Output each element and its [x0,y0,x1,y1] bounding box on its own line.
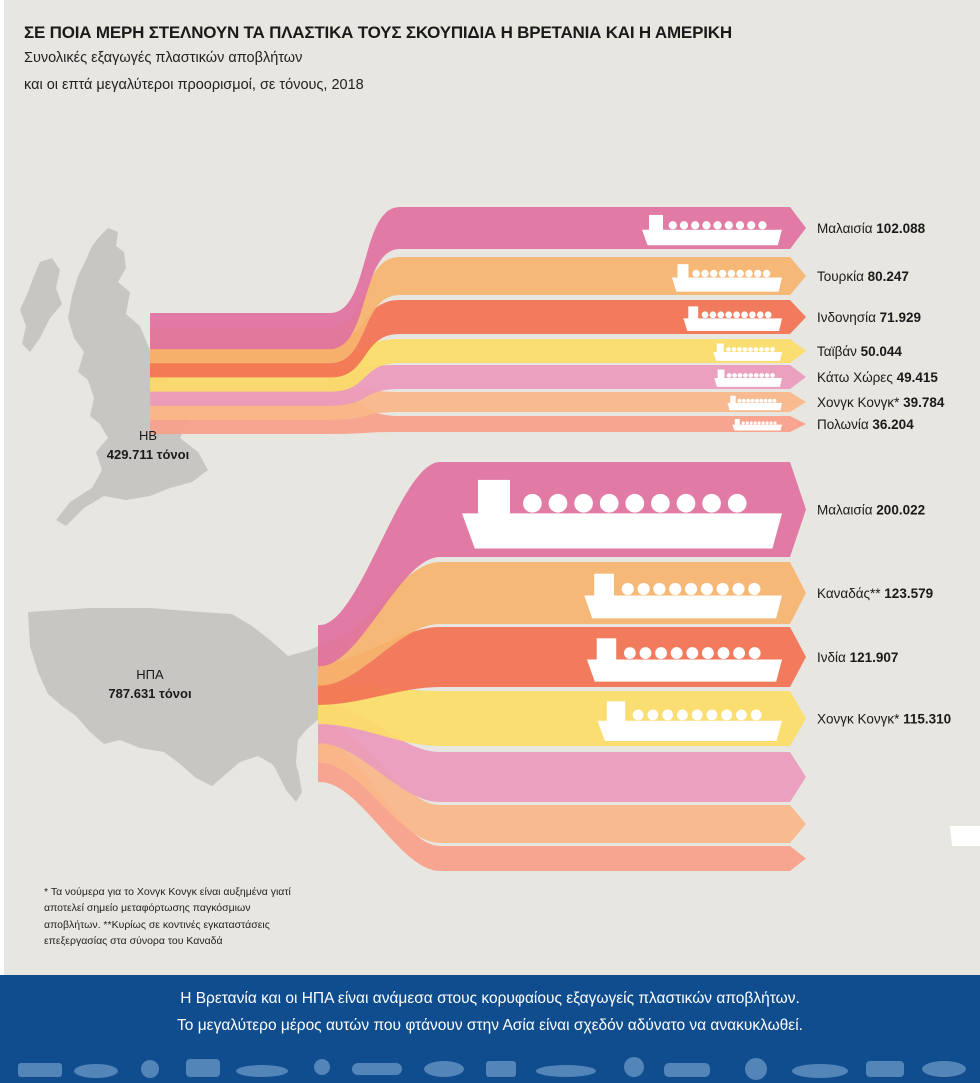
ship-icon [732,419,782,431]
ship-icon [462,479,782,549]
destination-name: Πολωνία [817,417,872,432]
ship-icon [671,264,782,292]
usa-map [28,608,348,802]
flow-band [318,740,806,871]
destination-name: Τουρκία [817,269,868,284]
destination-label: Ινδία 121.907 [817,650,898,665]
destination-value: 115.310 [903,712,951,727]
usa-source-label: ΗΠΑ [136,667,164,682]
destination-value: 121.907 [850,650,899,665]
destination-name: Ταϊβάν [817,344,861,359]
partial-ship-icon [950,826,980,846]
subtitle-line-1: Συνολικές εξαγωγές πλαστικών αποβλήτων [24,50,303,66]
flow-band [318,702,806,802]
uk-total-label: 429.711 τόνοι [107,447,190,462]
destination-label: Κάτω Χώρες 49.415 [817,370,938,385]
ship-icon [713,343,782,361]
ship-icon [714,369,782,387]
flow-band [318,627,806,705]
flow-band [150,207,806,350]
destination-label: Πολωνία 36.204 [817,417,914,432]
destination-name: Χονγκ Κονγκ* [817,712,903,727]
destination-label: Χονγκ Κονγκ* 115.310 [817,712,951,727]
footer-line-2: Το μεγαλύτερο μέρος αυτών που φτάνουν στ… [177,1017,803,1034]
subtitle-line-2: και οι επτά μεγαλύτεροι προορισμοί, σε τ… [24,77,364,93]
destination-value: 102.088 [876,221,925,236]
destination-value: 123.579 [884,586,933,601]
destination-name: Μαλαισία [817,221,876,236]
left-edge-strip [0,0,4,975]
destination-label: Μαλαισία 102.088 [817,221,926,236]
plastic-waste-illustration [18,1057,966,1080]
usa-shape [28,608,348,796]
destination-value: 71.929 [880,310,921,325]
ship-icon [642,214,782,246]
flow-band [150,339,806,392]
ship-icon [727,395,782,411]
destination-label: Ταϊβάν 50.044 [817,344,902,359]
page-title: ΣΕ ΠΟΙΑ ΜΕΡΗ ΣΤΕΛΝΟΥΝ ΤΑ ΠΛΑΣΤΙΚΑ ΤΟΥΣ Σ… [24,23,732,42]
destination-value: 39.784 [903,395,945,410]
destination-name: Μαλαισία [817,503,876,518]
great-britain-shape [56,228,208,526]
destination-label: Τουρκία 80.247 [817,269,909,284]
flow-band [318,562,806,686]
destination-name: Καναδάς** [817,586,884,601]
destination-value: 49.415 [897,370,939,385]
ship-icon [586,638,782,682]
footer-line-1: Η Βρετανία και οι ΗΠΑ είναι ανάμεσα στου… [180,990,800,1007]
destination-value: 36.204 [872,417,914,432]
destination-name: Ινδία [817,650,850,665]
usa-total-label: 787.631 τόνοι [108,686,192,701]
destination-label: Ινδονησία 71.929 [817,310,921,325]
uk-map [20,228,208,526]
destination-value: 50.044 [861,344,903,359]
destination-label: Μαλαισία 200.022 [817,503,925,518]
ship-icon [597,701,782,742]
footer-banner: Η Βρετανία και οι ΗΠΑ είναι ανάμεσα στου… [0,975,980,1083]
flow-band [318,462,806,667]
destination-name: Χονγκ Κονγκ* [817,395,903,410]
destination-label: Καναδάς** 123.579 [817,586,933,601]
destination-label: Χονγκ Κονγκ* 39.784 [817,395,945,410]
ships-group [462,214,980,846]
destination-name: Κάτω Χώρες [817,370,897,385]
ship-icon [683,306,782,331]
ship-icon [584,573,782,619]
florida-shape [272,758,302,802]
uk-source-label: ΗΒ [139,428,157,443]
destination-name: Ινδονησία [817,310,880,325]
footnote: * Τα νούμερα για το Χονγκ Κονγκ είναι αυ… [44,886,291,947]
ireland-shape [20,258,62,352]
flow-band [318,721,806,843]
destination-value: 80.247 [868,269,909,284]
destination-value: 200.022 [876,503,925,518]
